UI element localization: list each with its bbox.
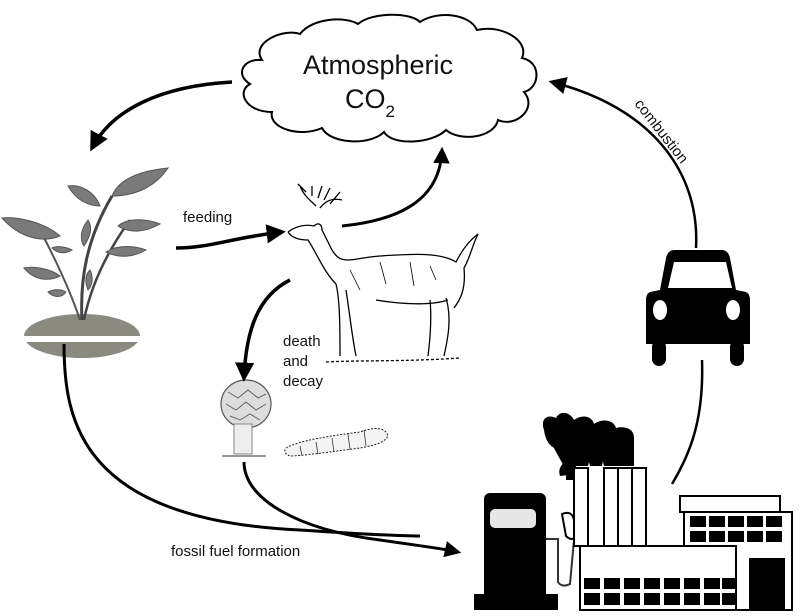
plant-icon [0, 167, 180, 358]
arrow-deer-to-co2 [341, 146, 450, 228]
arrow-factory-to-car [670, 359, 704, 485]
co2-main: CO [345, 84, 386, 114]
cloud-label-line1: Atmospheric [303, 50, 453, 80]
arrow-mushroom-to-fuel [242, 461, 462, 558]
arrow-plant-to-deer [175, 224, 286, 250]
factory-icon [542, 412, 793, 611]
label-decay: decay [283, 373, 324, 390]
atmospheric-co2-cloud: Atmospheric CO2 [241, 13, 538, 143]
label-fossil-fuel-formation: fossil fuel formation [171, 543, 300, 560]
arrows [62, 77, 704, 558]
deer-icon [287, 183, 479, 363]
label-death: death [283, 333, 321, 350]
arrow-deer-to-mushroom [235, 278, 291, 382]
car-icon [646, 250, 750, 366]
label-feeding: feeding [183, 209, 232, 226]
co2-subscript: 2 [386, 102, 395, 121]
mushroom-icon [220, 379, 272, 457]
arrow-plant-to-fuel [62, 343, 421, 538]
label-and: and [283, 353, 308, 370]
cloud-shape [241, 13, 538, 143]
factory-windows [584, 516, 785, 610]
cloud-label-line2: CO2 [345, 84, 395, 121]
worm-icon [284, 428, 389, 457]
gas-pump-icon [474, 493, 578, 610]
label-combustion: combustion [631, 96, 692, 167]
arrow-co2-to-plant [90, 80, 233, 152]
arrow-car-to-co2 [548, 77, 698, 249]
